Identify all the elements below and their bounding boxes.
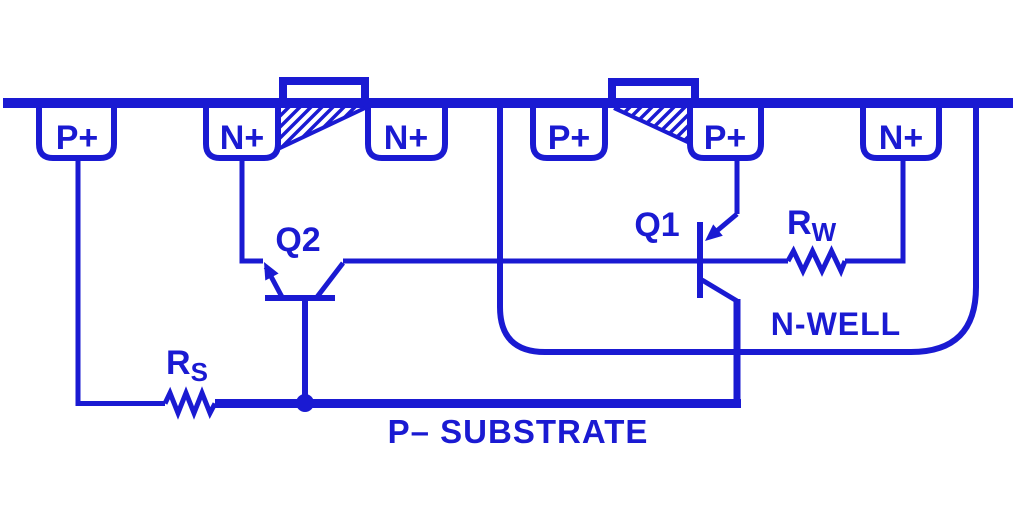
q2-emitter-lead xyxy=(239,158,263,264)
n-well-label: N-WELL xyxy=(771,306,901,342)
transistor-q2-npn: Q2 xyxy=(239,158,345,399)
q1-emitter-arrow xyxy=(705,224,723,241)
region-n-plus-well-contact: N+ xyxy=(860,108,942,161)
q1-base-bar xyxy=(697,222,703,298)
region-label: P+ xyxy=(704,119,747,157)
region-label: N+ xyxy=(384,119,428,157)
q1-collector xyxy=(700,277,739,304)
nmos-gate-electrode xyxy=(279,77,369,107)
q2-emitter-arrow xyxy=(264,262,279,281)
region-label: P+ xyxy=(548,119,591,157)
q2-collector xyxy=(315,261,345,299)
pmos-gate-oxide-hatch xyxy=(613,106,693,146)
q2-label: Q2 xyxy=(275,221,320,259)
region-n-plus-nmos-source: N+ xyxy=(203,108,281,161)
region-p-plus-pmos-source: P+ xyxy=(687,108,764,161)
q2-base-bar xyxy=(265,295,335,301)
resistor-rs: RS xyxy=(162,344,218,420)
region-p-plus-substrate-contact: P+ xyxy=(36,108,117,161)
n-well-boundary xyxy=(497,103,979,355)
substrate-label: P– SUBSTRATE xyxy=(388,413,649,450)
resistor-rw-label: RW xyxy=(787,204,837,247)
resistor-rs-zigzag xyxy=(162,386,218,420)
transistor-q1-pnp: Q1 xyxy=(634,158,741,403)
resistor-rw-zigzag xyxy=(785,245,848,278)
region-label: N+ xyxy=(220,119,264,157)
junction-dot xyxy=(296,394,314,412)
q1-label: Q1 xyxy=(634,206,679,244)
pmos-gate-electrode xyxy=(608,78,699,107)
region-label: N+ xyxy=(879,119,923,157)
rw-to-well-contact-wire xyxy=(845,158,906,264)
nmos-gate-oxide-hatch xyxy=(277,106,366,151)
resistor-rw: RW xyxy=(785,204,848,278)
region-n-plus-nmos-drain: N+ xyxy=(365,108,448,161)
region-p-plus-pmos-drain: P+ xyxy=(530,108,608,161)
resistor-rs-label: RS xyxy=(166,344,208,387)
region-label: P+ xyxy=(56,119,99,157)
p-plus-substrate-contact-lead xyxy=(75,158,165,406)
